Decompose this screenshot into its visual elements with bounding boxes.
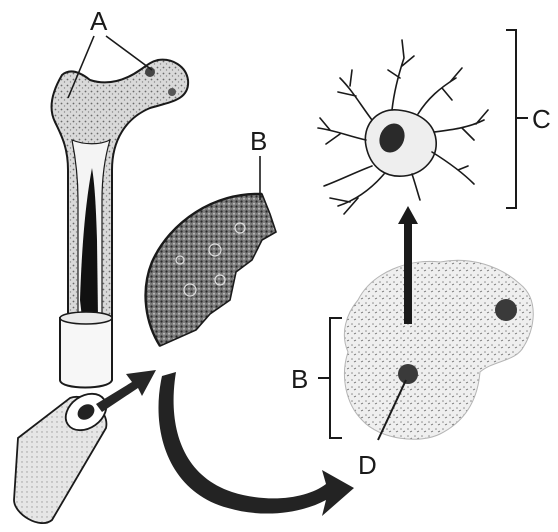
osteocyte-cell — [318, 40, 488, 214]
bone-wedge-section — [146, 194, 276, 346]
label-b-top: B — [250, 126, 267, 156]
label-d: D — [358, 450, 377, 480]
bracket-c — [506, 30, 516, 208]
curved-arrow-to-tissue — [158, 372, 354, 516]
femur-cut-end — [60, 318, 112, 388]
label-a: A — [90, 6, 108, 36]
label-b-top-group: B — [250, 126, 267, 200]
label-c: C — [532, 104, 551, 134]
osteocyte-nucleus — [495, 299, 517, 321]
osteocyte-nucleus — [398, 364, 418, 384]
label-b-left-group: B — [291, 318, 342, 438]
bone-tissue-sample — [344, 260, 533, 439]
label-a-pointer-2 — [106, 36, 152, 70]
label-c-group: C — [506, 30, 551, 208]
bracket-b-left — [330, 318, 342, 438]
label-b-left: B — [291, 364, 308, 394]
